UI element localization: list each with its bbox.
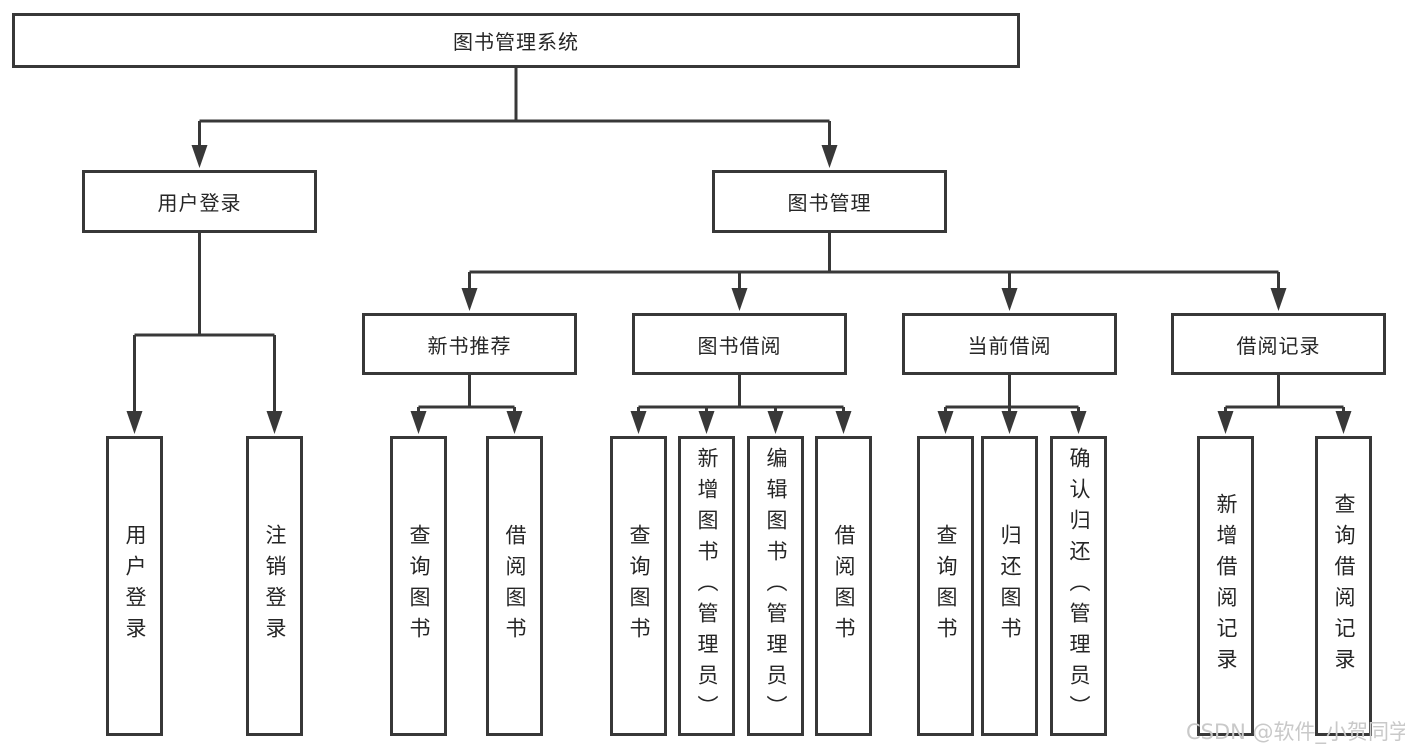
leaf-logout: 注销登录 [246, 436, 303, 736]
leaf-borrow-books: 借阅图书 [815, 436, 872, 736]
csdn-watermark: CSDN @软件_小贺同学 [1186, 720, 1405, 744]
leaf-label: 归还图书 [998, 524, 1022, 648]
leaf-label: 借阅图书 [503, 524, 527, 648]
leaf-query-borrow-record: 查询借阅记录 [1315, 436, 1372, 736]
leaf-borrow-books-recommend: 借阅图书 [486, 436, 543, 736]
leaf-query-books-borrow: 查询图书 [610, 436, 667, 736]
connector-current-borrow-fork [937, 375, 1087, 434]
node-label: 用户登录 [157, 191, 242, 215]
leaf-return-books: 归还图书 [981, 436, 1038, 736]
node-library-management-system: 图书管理系统 [12, 13, 1020, 68]
leaf-add-books-admin: 新增图书（管理员） [678, 436, 735, 736]
leaf-query-books-current: 查询图书 [917, 436, 974, 736]
leaf-label: 查询图书 [627, 524, 651, 648]
leaf-confirm-return-admin: 确认归还（管理员） [1050, 436, 1107, 736]
leaf-label: 编辑图书（管理员） [764, 446, 788, 726]
node-new-book-recommend: 新书推荐 [362, 313, 577, 375]
leaf-user-login: 用户登录 [106, 436, 163, 736]
leaf-add-borrow-record: 新增借阅记录 [1197, 436, 1254, 736]
leaf-label: 借阅图书 [832, 524, 856, 648]
leaf-edit-books-admin: 编辑图书（管理员） [747, 436, 804, 736]
connector-new-book-recommend-fork [410, 375, 523, 434]
connector-borrow-record-fork [1217, 375, 1352, 434]
node-label: 图书管理 [787, 191, 872, 215]
leaf-label: 新增图书（管理员） [695, 446, 719, 726]
leaf-label: 确认归还（管理员） [1067, 446, 1091, 726]
leaf-label: 注销登录 [263, 524, 287, 648]
leaf-label: 用户登录 [123, 524, 147, 648]
connector-root-fork [191, 68, 838, 168]
connector-book-management-fork [461, 233, 1287, 311]
leaf-label: 查询借阅记录 [1332, 493, 1356, 679]
connector-user-login-fork [126, 233, 283, 434]
leaf-label: 新增借阅记录 [1214, 493, 1238, 679]
node-book-management: 图书管理 [712, 170, 947, 233]
node-current-borrow: 当前借阅 [902, 313, 1117, 375]
node-label: 图书管理系统 [453, 30, 579, 54]
leaf-query-books-recommend: 查询图书 [390, 436, 447, 736]
node-label: 当前借阅 [967, 333, 1052, 358]
node-label: 图书借阅 [697, 333, 782, 358]
leaf-label: 查询图书 [934, 524, 958, 648]
connector-book-borrow-fork [630, 375, 852, 434]
node-label: 新书推荐 [427, 333, 512, 358]
leaf-label: 查询图书 [407, 524, 431, 648]
node-label: 借阅记录 [1236, 333, 1321, 358]
node-user-login: 用户登录 [82, 170, 317, 233]
node-borrow-record: 借阅记录 [1171, 313, 1386, 375]
node-book-borrow: 图书借阅 [632, 313, 847, 375]
